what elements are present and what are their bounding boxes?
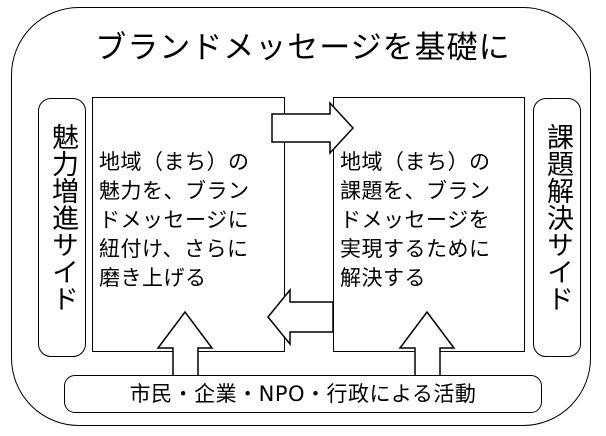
right-box: 地域（まち）の 課題を、ブラン ドメッセージを 実現するために 解決する: [333, 97, 525, 352]
diagram-title: ブランドメッセージを基礎に: [95, 30, 511, 66]
left-box-text: 地域（まち）の 魅力を、ブラン ドメッセージに 紐付け、さらに 磨き上げる: [99, 150, 250, 290]
right-box-text: 地域（まち）の 課題を、ブラン ドメッセージを 実現するために 解決する: [340, 150, 491, 290]
left-arrow: [267, 287, 334, 347]
right-arrow: [271, 101, 355, 155]
right-side-label: 課題解決サイド: [533, 98, 581, 357]
left-side-label: 魅力増進サイド: [38, 98, 86, 357]
left-box: 地域（まち）の 魅力を、ブラン ドメッセージに 紐付け、さらに 磨き上げる: [92, 97, 285, 352]
left-up-arrow: [156, 310, 214, 377]
bottom-activity-bar: 市民・企業・NPO・行政による活動: [64, 375, 542, 413]
right-up-arrow: [398, 310, 456, 377]
